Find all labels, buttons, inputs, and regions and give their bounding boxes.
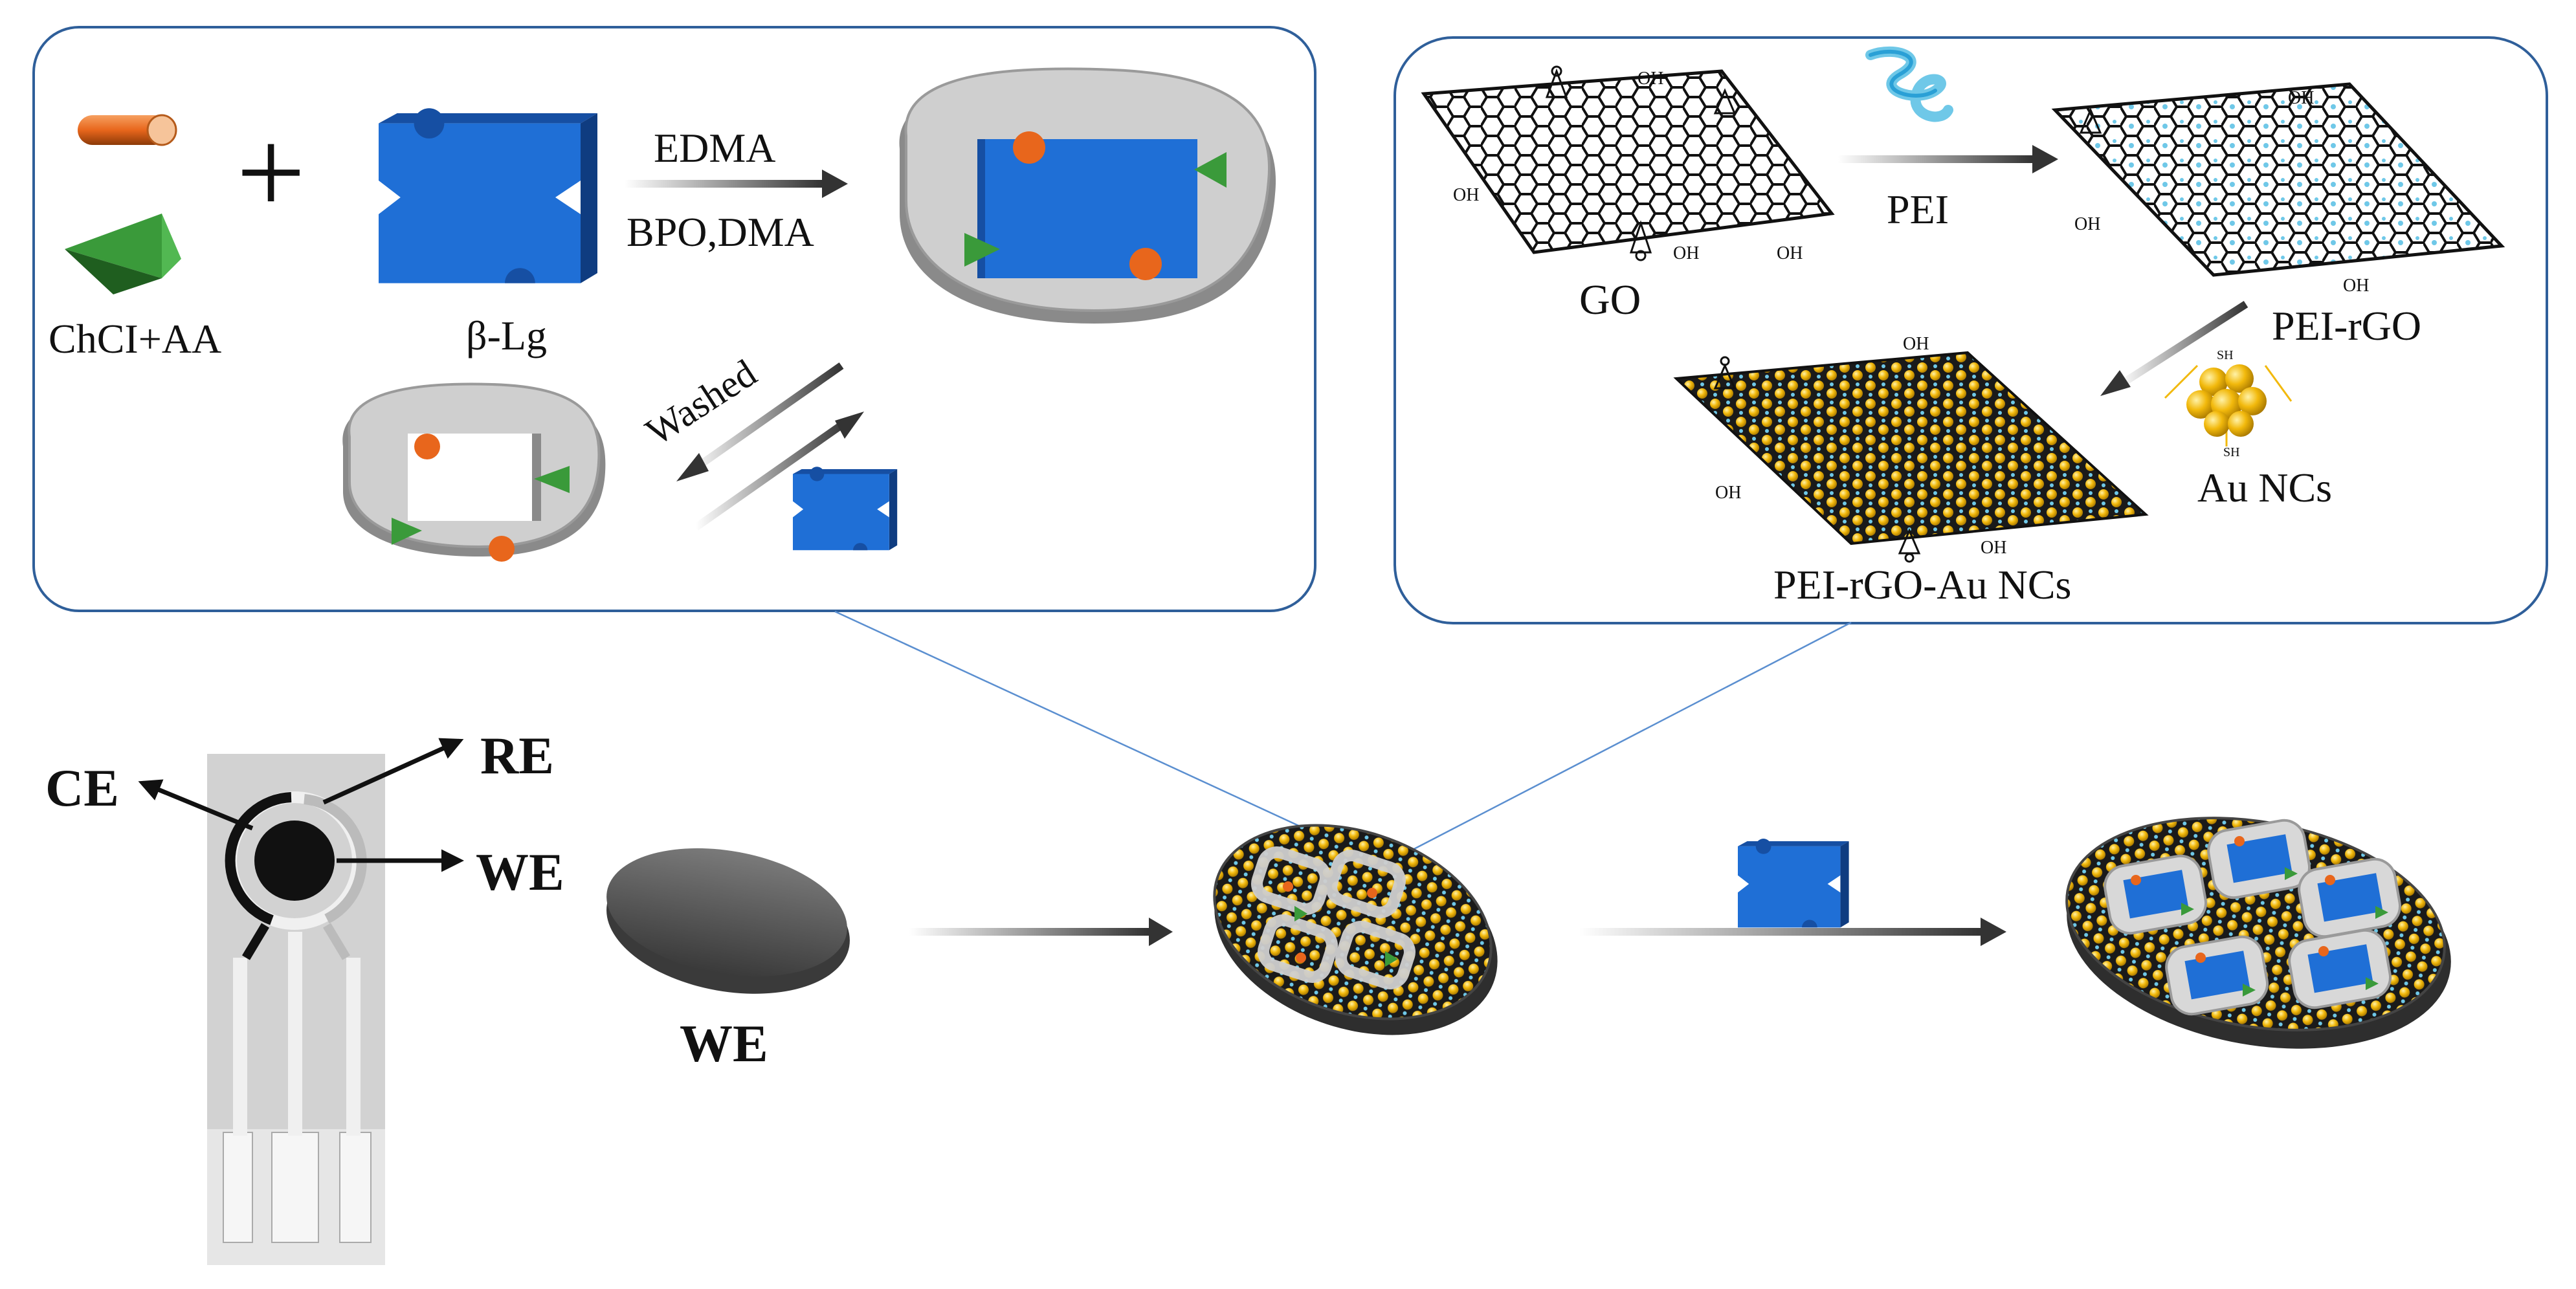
connector-line-right bbox=[1391, 621, 1852, 862]
au-nanocluster-icon bbox=[2164, 364, 2293, 446]
template-protein-icon bbox=[379, 108, 597, 283]
plus-sign: + bbox=[236, 105, 305, 241]
ce-pointer bbox=[138, 779, 254, 831]
imprinted-polymer-with-template-icon bbox=[899, 67, 1276, 324]
functional-monomer-cylinder-icon bbox=[78, 114, 177, 146]
go-oh-3: OH bbox=[1673, 243, 1699, 263]
pei-rgo-oh-3: OH bbox=[2343, 276, 2369, 296]
pei-reaction-arrow bbox=[1838, 145, 2058, 173]
pei-rgo-oh-2: OH bbox=[2074, 214, 2100, 234]
composite-synthesis-panel: OH OH OH OH GO PEI OH OH OH PEI-rGO bbox=[1393, 36, 2548, 624]
rebinding-arrow bbox=[693, 412, 864, 531]
functional-monomer-prism-icon bbox=[65, 214, 181, 294]
connector-line-left bbox=[834, 610, 1347, 849]
composite-oh-1: OH bbox=[1903, 334, 1929, 354]
we-label: WE bbox=[476, 843, 564, 901]
composite-label: PEI-rGO-Au NCs bbox=[1773, 562, 2071, 608]
go-label: GO bbox=[1579, 276, 1641, 324]
bare-working-electrode-disc-icon bbox=[606, 848, 850, 994]
mip-synthesis-panel: ChCI+AA + β-Lg EDMA BPO,DMA bbox=[32, 26, 1316, 612]
au-assembly-arrow bbox=[2100, 300, 2248, 396]
recognition-arrow bbox=[1579, 918, 2006, 946]
reagent-bottom-label: BPO,DMA bbox=[627, 209, 814, 255]
pei-rgo-label: PEI-rGO bbox=[2272, 303, 2421, 349]
we-disc-label: WE bbox=[680, 1014, 768, 1073]
pei-rgo-oh-1: OH bbox=[2288, 88, 2314, 108]
au-label: Au NCs bbox=[2197, 465, 2332, 511]
re-pointer bbox=[322, 738, 464, 805]
pei-rgo-sheet-icon bbox=[2051, 82, 2505, 277]
sh-label-1: SH bbox=[2217, 348, 2234, 362]
go-sheet-icon bbox=[1421, 65, 1835, 261]
sh-label-2: SH bbox=[2223, 445, 2240, 459]
modification-arrow bbox=[909, 918, 1173, 946]
polymerization-arrow bbox=[625, 170, 848, 198]
target-protein-icon bbox=[1738, 839, 1849, 928]
ce-label: CE bbox=[45, 758, 119, 817]
monomer-label: ChCI+AA bbox=[49, 316, 221, 362]
go-oh-1: OH bbox=[1638, 69, 1663, 89]
pei-molecule-icon bbox=[1865, 46, 1953, 122]
pei-label: PEI bbox=[1887, 186, 1949, 232]
go-oh-2: OH bbox=[1453, 185, 1479, 205]
modified-electrode-cavities-icon bbox=[1213, 824, 1498, 1035]
reagent-top-label: EDMA bbox=[654, 125, 775, 171]
imprinted-cavity-icon bbox=[342, 382, 606, 562]
wash-arrow-forward bbox=[676, 362, 844, 481]
re-label: RE bbox=[480, 726, 554, 785]
go-oh-4: OH bbox=[1777, 243, 1803, 263]
composite-oh-2: OH bbox=[1715, 483, 1741, 503]
free-template-protein-icon bbox=[793, 467, 898, 551]
pei-rgo-au-composite-icon bbox=[1673, 351, 2149, 563]
screen-printed-electrode-icon bbox=[207, 754, 385, 1265]
composite-oh-3: OH bbox=[1981, 538, 2006, 558]
template-label: β-Lg bbox=[466, 313, 547, 358]
electrode-with-bound-protein-icon bbox=[2065, 817, 2451, 1049]
